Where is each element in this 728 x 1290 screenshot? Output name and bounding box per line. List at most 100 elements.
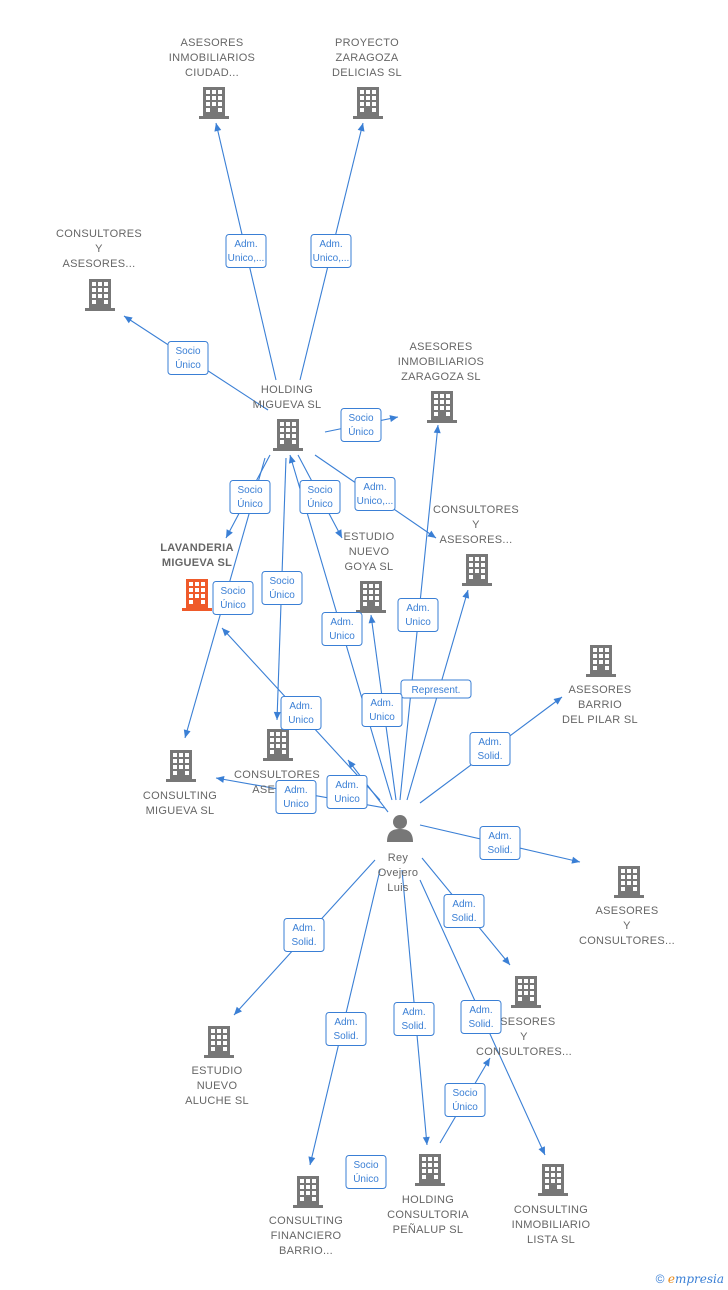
relation-text: Adm. — [319, 239, 342, 250]
relation-label[interactable]: Adm.Unico — [321, 612, 363, 646]
node-label: CONSULTING — [143, 790, 217, 802]
node-label: BARRIO... — [279, 1245, 333, 1257]
node-label: ASESORES — [181, 37, 244, 49]
node-label: BARRIO — [578, 699, 622, 711]
edge-line — [347, 759, 389, 813]
relation-text: Adm. — [478, 737, 501, 748]
node-label: FINANCIERO — [271, 1230, 342, 1242]
building-icon — [427, 391, 457, 423]
relation-label[interactable]: Adm.Solid. — [325, 1012, 367, 1046]
node-label: Y — [95, 243, 103, 255]
node-consulting-financiero[interactable]: CONSULTINGFINANCIEROBARRIO... — [269, 1176, 343, 1257]
relation-box — [261, 571, 303, 605]
edge-arrowhead — [124, 316, 133, 324]
relation-text: Adm. — [292, 923, 315, 934]
node-asesores-consultores-1[interactable]: ASESORESYCONSULTORES... — [579, 866, 675, 947]
relation-label[interactable]: Adm.Solid. — [393, 1002, 435, 1036]
relation-text: Unico,... — [313, 253, 350, 264]
edge-arrowhead — [538, 1146, 545, 1155]
node-label: ZARAGOZA — [336, 52, 399, 64]
relation-label[interactable]: Adm.Unico — [326, 775, 368, 809]
building-icon — [586, 645, 616, 677]
relation-text: Adm. — [334, 1017, 357, 1028]
edge-arrowhead — [427, 530, 436, 538]
relation-label[interactable]: Adm.Unico — [275, 780, 317, 814]
relation-box — [397, 598, 439, 632]
relation-label[interactable]: Adm.Solid. — [460, 1000, 502, 1034]
node-asesores-consultores-2[interactable]: ASESORESYCONSULTORES... — [476, 976, 572, 1058]
node-consulting-migueva[interactable]: CONSULTING MIGUEVA SL — [143, 750, 217, 817]
relation-box — [444, 1083, 486, 1117]
relation-label[interactable]: Adm.Solid. — [443, 894, 485, 928]
relation-label[interactable]: Adm.Unico,... — [354, 477, 396, 511]
relation-text: Unico — [329, 631, 355, 642]
footer-brand[interactable]: © empresia — [656, 1272, 724, 1286]
relation-label[interactable]: Adm.Solid. — [469, 732, 511, 766]
node-consultores-1[interactable]: CONSULTORESYASESORES... — [56, 228, 142, 311]
relation-text: Único — [220, 598, 246, 611]
node-label: LISTA SL — [527, 1234, 575, 1246]
edge-arrowhead — [482, 1058, 490, 1067]
building-icon — [462, 554, 492, 586]
relation-text: Unico — [405, 617, 431, 628]
node-label: DEL PILAR SL — [562, 714, 638, 726]
relation-box — [325, 1012, 367, 1046]
node-label: ESTUDIO — [344, 531, 395, 543]
relation-text: Solid. — [468, 1019, 493, 1030]
relations-layer: Adm.Unico,...Adm.Unico,...SocioÚnicoSoci… — [167, 234, 521, 1189]
relation-label[interactable]: Adm.Solid. — [283, 918, 325, 952]
building-icon — [614, 866, 644, 898]
relation-text: Solid. — [401, 1021, 426, 1032]
relation-label[interactable]: Adm. Unico,... — [225, 234, 267, 268]
edge-arrowhead — [222, 628, 230, 637]
relation-label[interactable]: Adm. Unico,... — [310, 234, 352, 268]
edge-arrowhead — [273, 711, 281, 720]
relation-label[interactable]: Adm.Unico — [361, 693, 403, 727]
node-label: CONSULTORIA — [387, 1209, 469, 1221]
relation-text: Socio — [220, 586, 245, 597]
edge-arrowhead — [288, 455, 296, 464]
edge-arrowhead — [357, 123, 365, 132]
relation-label[interactable]: Adm.Unico — [397, 598, 439, 632]
node-label: Y — [472, 519, 480, 531]
relation-text: Socio — [307, 485, 332, 496]
relation-label[interactable]: Adm.Solid. — [479, 826, 521, 860]
node-asesores-ciudad[interactable]: ASESORESINMOBILIARIOSCIUDAD... — [169, 37, 255, 119]
node-label: MIGUEVA SL — [146, 805, 215, 817]
node-label: GOYA SL — [345, 561, 394, 573]
node-label: HOLDING — [261, 384, 313, 396]
relation-label[interactable]: Represent. — [400, 679, 472, 699]
relation-text: Socio — [237, 485, 262, 496]
relation-box — [321, 612, 363, 646]
node-label: PROYECTO — [335, 37, 399, 49]
relation-box — [326, 775, 368, 809]
relation-text: Adm. — [234, 239, 257, 250]
relation-label[interactable]: Adm.Unico — [280, 696, 322, 730]
relation-box — [479, 826, 521, 860]
relation-text: Adm. — [452, 899, 475, 910]
edge-arrowhead — [234, 1006, 242, 1015]
relation-text: Unico,... — [228, 253, 265, 264]
relation-text: Adm. — [370, 698, 393, 709]
edge-arrowhead — [226, 529, 233, 538]
node-consultores-2[interactable]: CONSULTORESYASESORES... — [433, 504, 519, 586]
